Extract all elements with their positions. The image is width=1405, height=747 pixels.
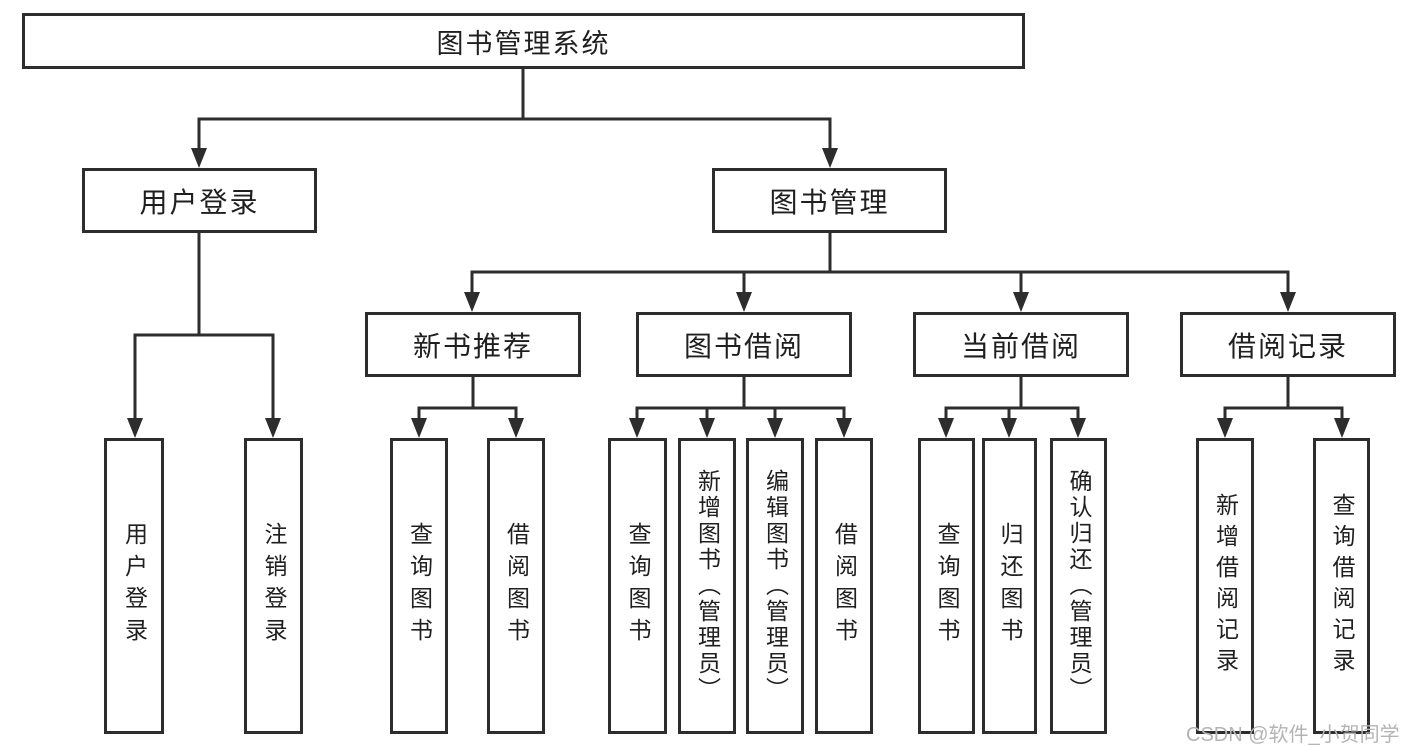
arrowheads (127, 148, 1350, 438)
leaf-label: 借阅图书 (503, 522, 530, 650)
node-book-management-branch: 图书管理 (712, 168, 947, 233)
leaf-logout: 注销登录 (244, 438, 303, 734)
leaf-label: 查询图书 (625, 522, 651, 650)
node-current-borrow: 当前借阅 (913, 312, 1129, 377)
node-label: 图书借阅 (683, 330, 804, 362)
leaf-label: 新增借阅记录 (1212, 493, 1239, 679)
node-label: 新书推荐 (412, 330, 533, 362)
leaf-edit-books-admin: 编辑图书（管理员） (746, 438, 804, 734)
leaf-label: 归还图书 (997, 522, 1023, 650)
leaf-user-login: 用户登录 (104, 438, 164, 734)
node-book-borrow: 图书借阅 (636, 312, 852, 377)
csdn-watermark: CSDN @软件_小贺同学 (1186, 724, 1400, 746)
node-label: 用户登录 (139, 186, 260, 218)
node-user-login-branch: 用户登录 (82, 168, 317, 233)
leaf-label: 借阅图书 (831, 522, 858, 650)
leaf-query-borrow-record: 查询借阅记录 (1313, 438, 1370, 734)
leaf-label: 确认归还（管理员） (1066, 469, 1092, 703)
leaf-query-books-borrow: 查询图书 (608, 438, 667, 734)
leaf-borrow-books: 借阅图书 (815, 438, 873, 734)
node-label: 当前借阅 (960, 330, 1081, 362)
leaf-return-books: 归还图书 (982, 438, 1037, 734)
node-new-book-recommend: 新书推荐 (365, 312, 581, 377)
leaf-query-books-recommend: 查询图书 (390, 438, 448, 734)
leaf-label: 查询借阅记录 (1329, 493, 1355, 679)
node-borrow-record: 借阅记录 (1180, 312, 1396, 377)
node-label: 借阅记录 (1227, 330, 1348, 362)
leaf-borrow-books-recommend: 借阅图书 (487, 438, 545, 734)
leaf-label: 查询图书 (406, 522, 433, 650)
node-label: 图书管理 (769, 186, 890, 218)
leaf-label: 注销登录 (261, 522, 287, 650)
leaf-add-borrow-record: 新增借阅记录 (1196, 438, 1254, 734)
leaf-label: 查询图书 (934, 522, 960, 650)
leaf-add-books-admin: 新增图书（管理员） (678, 438, 736, 734)
leaf-label: 新增图书（管理员） (694, 469, 721, 703)
leaf-label: 编辑图书（管理员） (762, 469, 789, 703)
node-root-system: 图书管理系统 (22, 13, 1025, 69)
node-root-label: 图书管理系统 (436, 28, 611, 59)
leaf-query-books-current: 查询图书 (918, 438, 975, 734)
leaf-label: 用户登录 (121, 522, 148, 650)
leaf-confirm-return-admin: 确认归还（管理员） (1050, 438, 1107, 734)
